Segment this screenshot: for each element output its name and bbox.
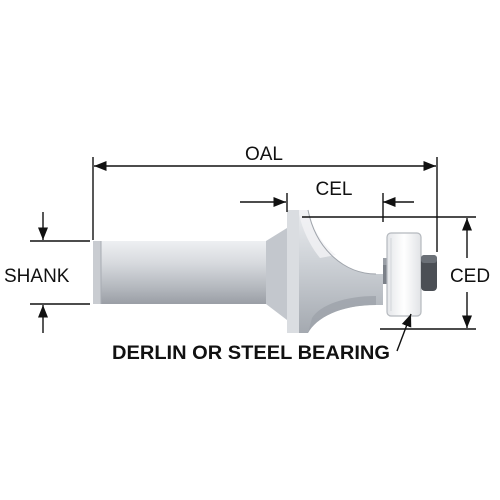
cel-label: CEL (316, 179, 353, 200)
ced-label: CED (450, 266, 490, 287)
shank (93, 241, 271, 304)
oal-label: OAL (245, 144, 283, 165)
cutter-body (287, 210, 383, 333)
neck (266, 228, 287, 320)
dimension-lines (30, 157, 476, 352)
shank-label: SHANK (4, 266, 70, 287)
bearing-callout-label: DERLIN OR STEEL BEARING (112, 343, 390, 364)
retaining-nut (421, 255, 437, 291)
bearing-leader (396, 313, 412, 352)
router-bit (93, 209, 437, 333)
bearing (386, 232, 422, 317)
